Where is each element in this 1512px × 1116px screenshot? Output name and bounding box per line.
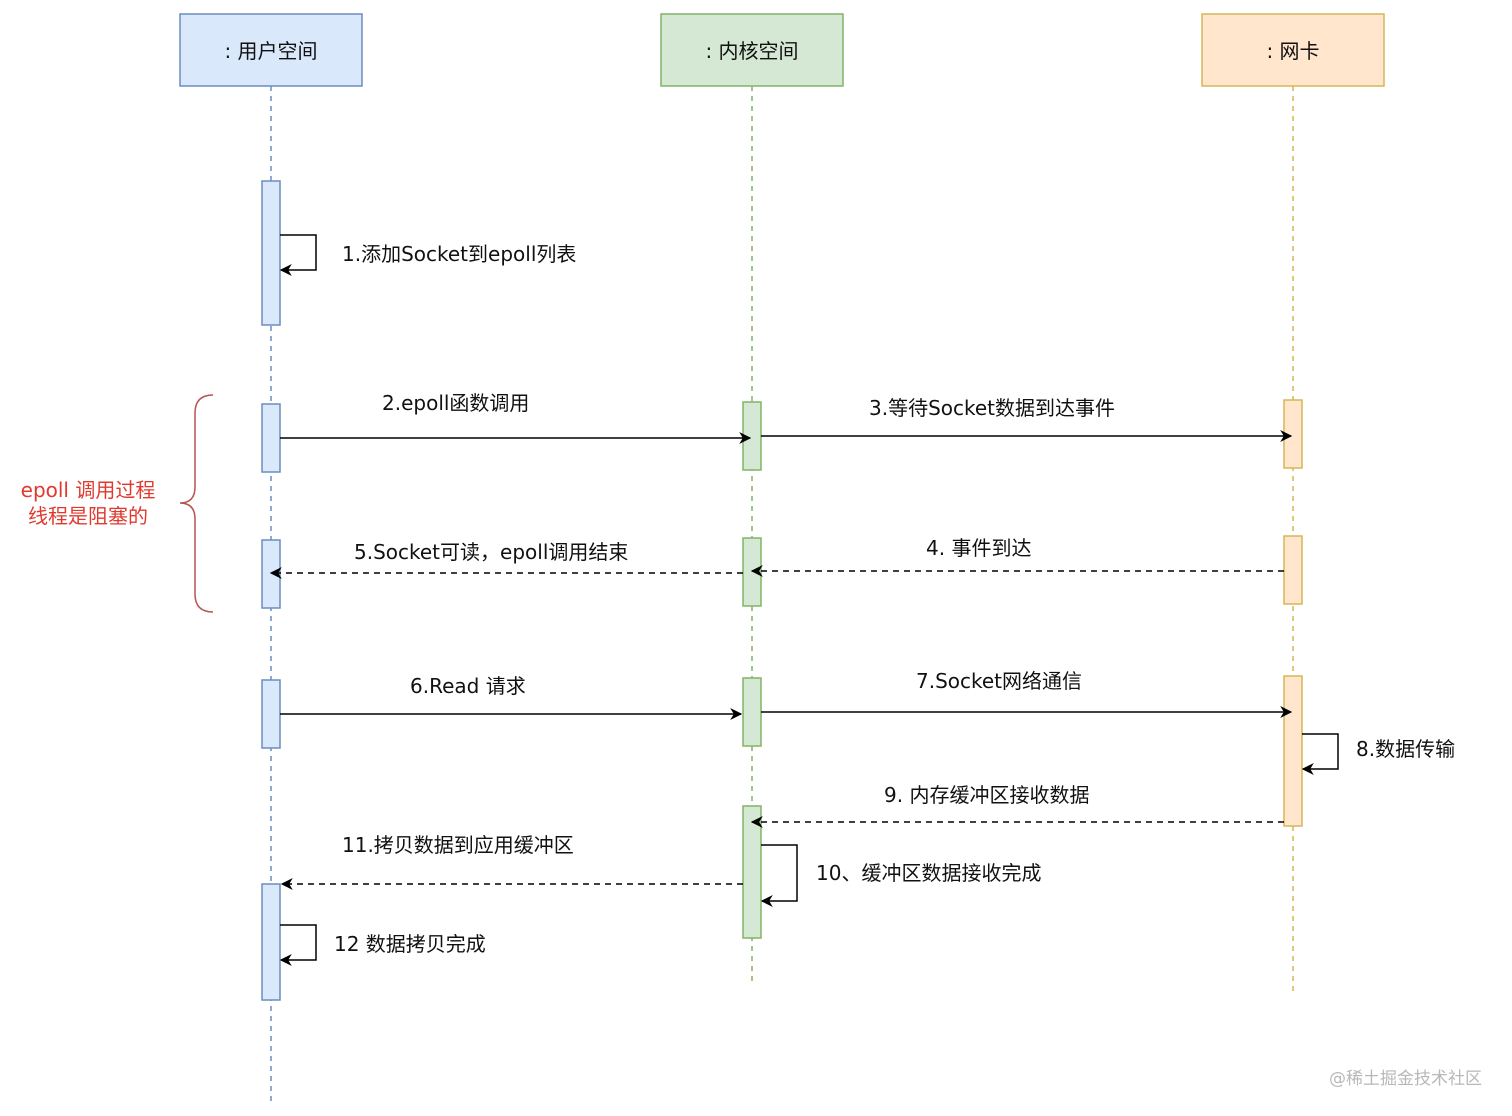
participant-user-space: : 用户空间 xyxy=(179,13,363,87)
message-1-arrow xyxy=(279,234,317,276)
message-5-label: 5.Socket可读，epoll调用结束 xyxy=(354,540,628,564)
activation-kernel-4 xyxy=(742,805,762,939)
message-10-arrow xyxy=(760,844,798,907)
watermark: @稀土掘金技术社区 xyxy=(1329,1069,1482,1089)
activation-kernel-3 xyxy=(742,677,762,747)
blocking-brace xyxy=(179,394,214,613)
activation-user-3 xyxy=(261,539,281,609)
activation-nic-1 xyxy=(1283,399,1303,469)
message-8-label: 8.数据传输 xyxy=(1356,737,1455,761)
activation-user-5 xyxy=(261,883,281,1001)
message-9-label: 9. 内存缓冲区接收数据 xyxy=(884,783,1089,807)
activation-nic-3 xyxy=(1283,675,1303,827)
message-12-label: 12 数据拷贝完成 xyxy=(334,932,486,956)
message-7-label: 7.Socket网络通信 xyxy=(916,669,1082,693)
svg-text:: 内核空间: : 内核空间 xyxy=(705,39,798,63)
message-3-label: 3.等待Socket数据到达事件 xyxy=(869,396,1115,420)
message-12-arrow xyxy=(279,924,317,966)
activation-kernel-1 xyxy=(742,401,762,471)
message-10-label: 10、缓冲区数据接收完成 xyxy=(816,861,1041,885)
activation-kernel-2 xyxy=(742,537,762,607)
participant-kernel-space: : 内核空间 xyxy=(660,13,844,87)
message-1-label: 1.添加Socket到epoll列表 xyxy=(342,242,576,266)
blocking-note-line-2: 线程是阻塞的 xyxy=(28,504,148,528)
activation-user-4 xyxy=(261,679,281,749)
activation-user-2 xyxy=(261,403,281,473)
message-8-arrow xyxy=(1301,733,1339,775)
participant-nic: : 网卡 xyxy=(1201,13,1385,87)
message-4-label: 4. 事件到达 xyxy=(926,536,1031,560)
svg-text:: 网卡: : 网卡 xyxy=(1266,39,1319,63)
blocking-note-line-1: epoll 调用过程 xyxy=(21,478,156,502)
message-6-label: 6.Read 请求 xyxy=(410,674,526,698)
message-2-label: 2.epoll函数调用 xyxy=(382,391,529,415)
svg-text:: 用户空间: : 用户空间 xyxy=(224,39,317,63)
activation-nic-2 xyxy=(1283,535,1303,605)
activation-user-1 xyxy=(261,180,281,326)
message-11-label: 11.拷贝数据到应用缓冲区 xyxy=(342,833,574,857)
